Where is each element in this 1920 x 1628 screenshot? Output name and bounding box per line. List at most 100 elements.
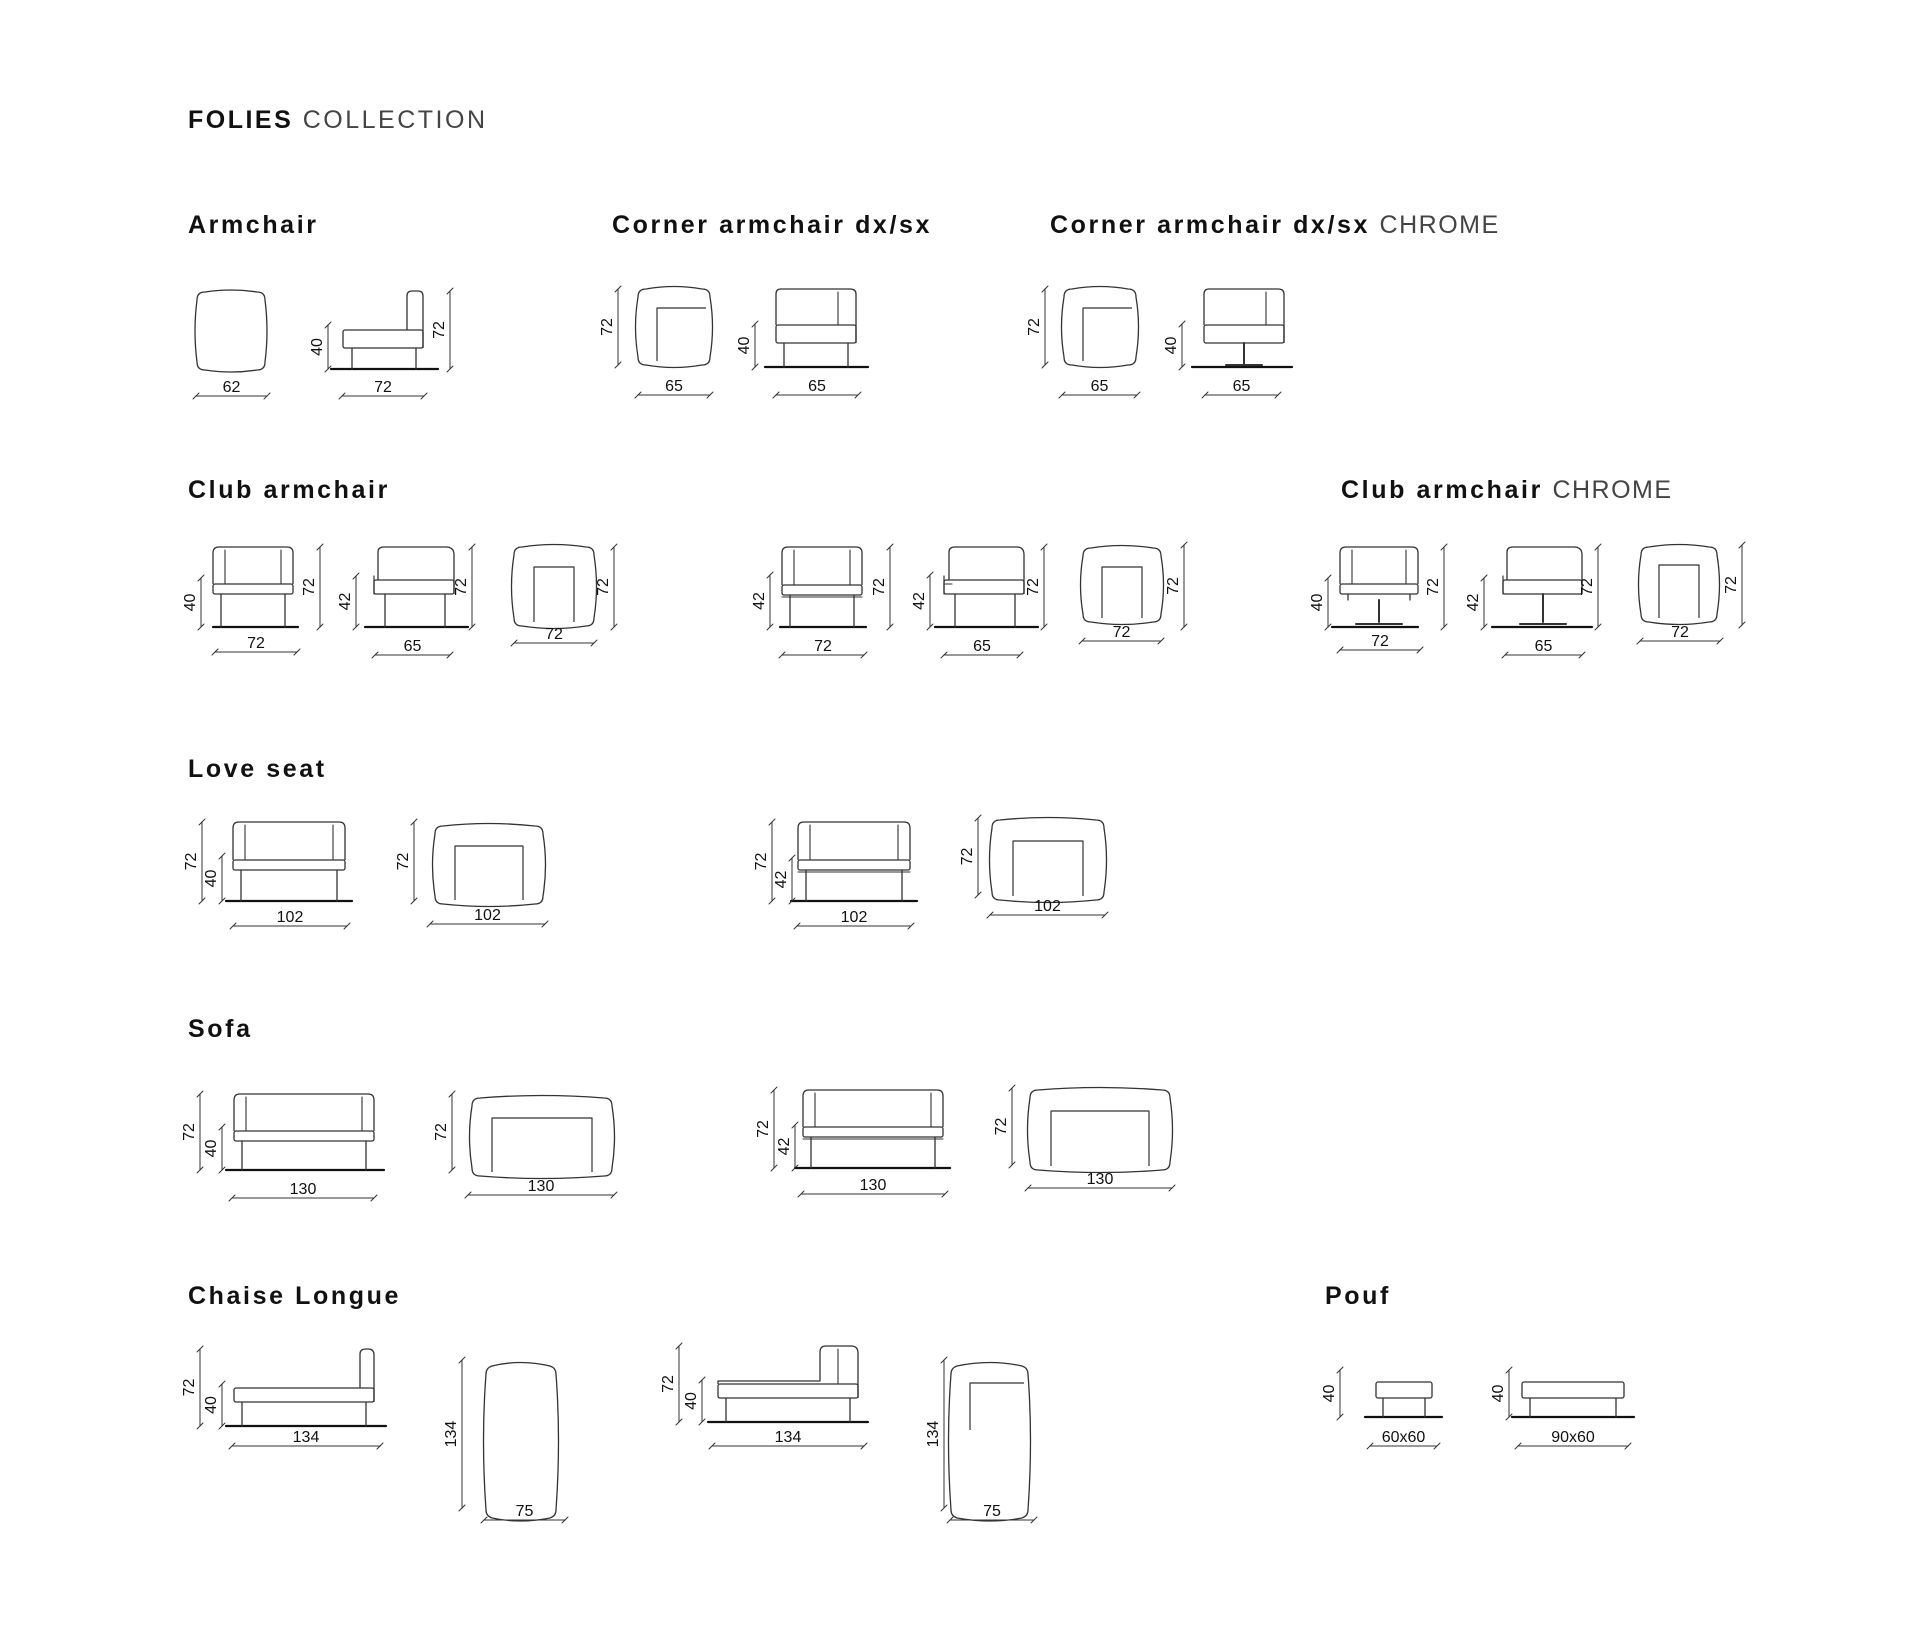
drawing-outline	[1101, 566, 1143, 618]
drawing-outline	[1637, 543, 1721, 626]
dimension-label: 65	[1091, 378, 1109, 395]
drawing-stroke	[446, 365, 454, 373]
drawing-stroke	[338, 392, 346, 400]
page-title: FOLIES COLLECTION	[188, 106, 488, 135]
dimension-label: 40	[203, 1140, 220, 1158]
drawing-outline	[491, 1117, 593, 1172]
drawing-outline	[1050, 1110, 1150, 1166]
dimension-label: 75	[516, 1503, 534, 1520]
drawing-stroke	[343, 922, 351, 930]
drawing-stroke	[371, 651, 379, 659]
drawing-stroke	[974, 891, 982, 899]
drawing-stroke	[1480, 623, 1488, 631]
drawing-stroke	[352, 572, 360, 580]
drawing-outline	[775, 324, 857, 344]
drawing-outline	[1375, 1381, 1433, 1399]
dimension-label: 72	[1165, 577, 1182, 595]
drawing-stroke	[590, 639, 598, 647]
dimension-label: 130	[290, 1181, 317, 1198]
drawing-outline	[232, 821, 346, 860]
drawing-stroke	[420, 392, 428, 400]
drawing-outline	[1082, 307, 1132, 361]
drawing-stroke	[768, 818, 776, 826]
dimension-label: 72	[1371, 633, 1389, 650]
drawing-stroke	[1514, 1442, 1522, 1450]
drawing-stroke	[698, 1376, 706, 1384]
drawing-stroke	[1578, 651, 1586, 659]
dimension-label: 72	[395, 853, 412, 871]
drawing-outline	[947, 1361, 1032, 1522]
drawing-outline	[781, 584, 863, 596]
drawing-stroke	[541, 920, 549, 928]
section-title-text: Chaise Longue	[188, 1282, 401, 1310]
drawing-stroke	[1636, 637, 1644, 645]
drawing-stroke	[218, 897, 226, 905]
dimension-label: 40	[1321, 1385, 1338, 1403]
dimension-label: 72	[1425, 578, 1442, 596]
drawing-stroke	[324, 365, 332, 373]
drawing-stroke	[1716, 637, 1724, 645]
drawing-stroke	[448, 1166, 456, 1174]
drawing-outline	[533, 566, 575, 622]
dimension-label: 65	[808, 378, 826, 395]
dimension-label: 65	[665, 378, 683, 395]
drawing-stroke	[1040, 623, 1048, 631]
drawing-stroke	[791, 1121, 799, 1129]
dimension-label: 72	[1025, 578, 1042, 596]
drawing-stroke	[1366, 1442, 1374, 1450]
drawing-stroke	[510, 639, 518, 647]
dimension-label: 72	[871, 578, 888, 596]
drawing-stroke	[1030, 1516, 1038, 1524]
drawing-stroke	[218, 1166, 226, 1174]
drawing-stroke	[352, 623, 360, 631]
drawing-outline	[775, 288, 857, 343]
section-title-text: Love seat	[188, 755, 327, 783]
drawing-outline	[1060, 285, 1140, 369]
dimension-label: 72	[814, 638, 832, 655]
drawing-stroke	[218, 1123, 226, 1131]
drawing-stroke	[1738, 541, 1746, 549]
drawing-stroke	[940, 1504, 948, 1512]
drawing-stroke	[263, 392, 271, 400]
drawing-outline	[454, 845, 524, 900]
drawing-stroke	[228, 1442, 236, 1450]
drawing-outline	[212, 583, 294, 595]
drawing-stroke	[1133, 391, 1141, 399]
drawing-stroke	[1324, 574, 1332, 582]
dimension-label: 40	[683, 1392, 700, 1410]
drawing-stroke	[675, 1418, 683, 1426]
dimension-label: 40	[1309, 594, 1326, 612]
dimension-label: 134	[925, 1421, 942, 1448]
dimension-label: 40	[1163, 337, 1180, 355]
drawing-stroke	[218, 1380, 226, 1388]
drawing-outline	[1521, 1381, 1625, 1399]
drawing-stroke	[907, 922, 915, 930]
section-title-armchair: Armchair	[188, 211, 319, 240]
drawing-outline	[212, 546, 294, 584]
drawing-outline	[802, 1089, 944, 1127]
drawing-outline	[1339, 546, 1419, 584]
drawing-outline	[943, 579, 1025, 595]
section-title-text: Club armchair	[1341, 476, 1543, 504]
dimension-label: 62	[223, 379, 241, 396]
drawing-stroke	[426, 920, 434, 928]
drawing-stroke	[940, 651, 948, 659]
dimension-label: 130	[1087, 1171, 1114, 1188]
drawing-stroke	[1178, 363, 1186, 371]
drawing-stroke	[614, 361, 622, 369]
drawing-stroke	[198, 897, 206, 905]
drawing-stroke	[1180, 623, 1188, 631]
drawing-stroke	[1505, 1413, 1513, 1421]
dimension-label: 40	[736, 337, 753, 355]
drawing-outline	[1658, 564, 1700, 618]
drawing-outline	[468, 1094, 616, 1180]
drawing-stroke	[926, 623, 934, 631]
dimension-label: 65	[404, 638, 422, 655]
drawing-outline	[1502, 579, 1583, 595]
drawing-outline	[233, 1130, 375, 1142]
dimension-label: 40	[203, 870, 220, 888]
drawing-stroke	[1416, 646, 1424, 654]
